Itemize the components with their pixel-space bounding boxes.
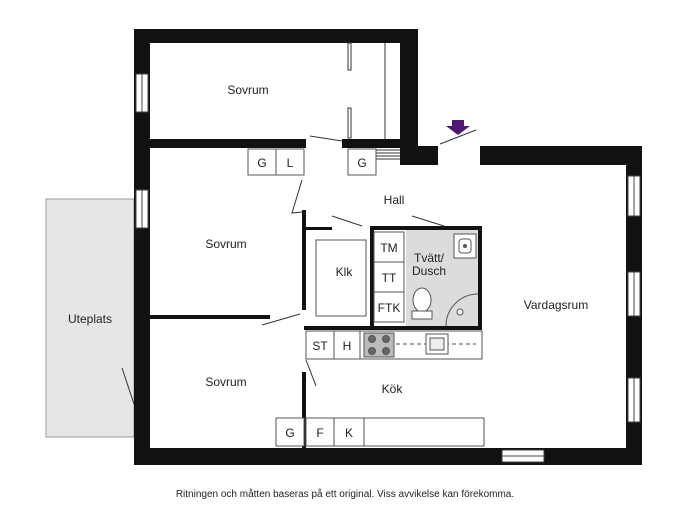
threshold-lines	[376, 149, 400, 160]
fixture-label-tm: TM	[380, 241, 397, 255]
disclaimer-text: Ritningen och måtten baseras på ett orig…	[175, 489, 515, 500]
kitchen-fixtures	[359, 330, 483, 360]
room-label-klk: Klk	[336, 265, 354, 279]
fixture-label-k: K	[345, 426, 353, 440]
fixture-label-ftk: FTK	[378, 301, 401, 315]
stove	[363, 332, 395, 358]
fixture-label-g2: G	[357, 156, 366, 170]
interior-walls	[134, 139, 482, 448]
bathroom-fixtures	[406, 230, 479, 327]
room-label-vardagsrum: Vardagsrum	[524, 298, 588, 312]
fixture-label-l1: L	[287, 156, 294, 170]
toilet	[412, 287, 432, 313]
fixture-label-st: ST	[312, 339, 328, 353]
room-label-hall: Hall	[384, 193, 405, 207]
room-label-tvatt-line1: Tvätt/	[414, 251, 445, 265]
fixture-label-f: F	[316, 426, 323, 440]
room-label-uteplats: Uteplats	[68, 312, 112, 326]
room-label-kok: Kök	[382, 382, 404, 396]
shower-arc	[445, 293, 479, 327]
entrance-arrow	[446, 120, 470, 135]
room-label-tvatt-line2: Dusch	[412, 264, 446, 278]
fixture-boxes	[247, 148, 485, 447]
room-label-sovrum-middle: Sovrum	[205, 237, 246, 251]
windows	[135, 73, 641, 463]
fixture-label-g1: G	[257, 156, 266, 170]
closet-outline	[315, 239, 367, 317]
fixture-label-tt: TT	[382, 271, 397, 285]
fixture-label-g3: G	[285, 426, 294, 440]
room-label-sovrum-top: Sovrum	[227, 83, 268, 97]
room-label-sovrum-bottom: Sovrum	[205, 375, 246, 389]
doors	[121, 129, 480, 405]
terrace-area	[45, 198, 135, 438]
fixture-label-h: H	[343, 339, 352, 353]
wardrobe-doors	[347, 42, 386, 139]
